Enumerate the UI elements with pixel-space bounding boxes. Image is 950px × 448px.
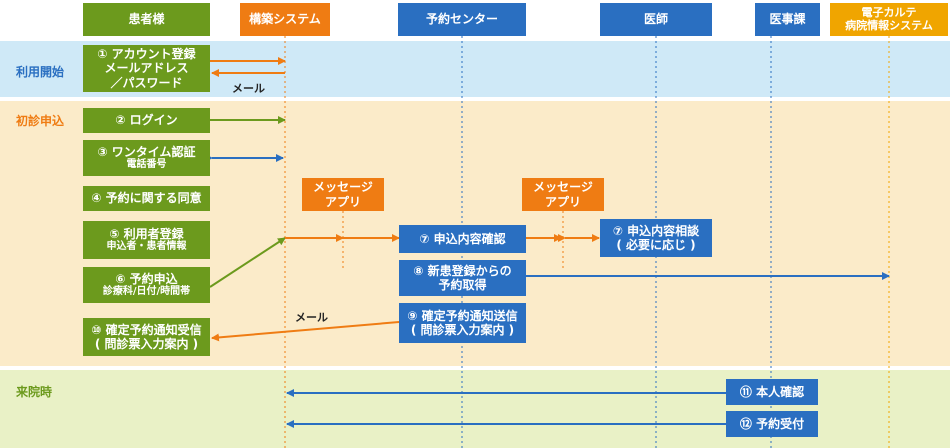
mail-label-2: メール [295, 311, 328, 324]
step-11-identity-check: ⑪ 本人確認 [726, 379, 818, 405]
lane-header-ehr: 電子カルテ 病院情報システム [830, 3, 948, 36]
step-10-title: ⑩ 確定予約通知受信 [91, 322, 202, 337]
lane-header-medical-affairs: 医事課 [755, 3, 820, 36]
step-4-consent: ④ 予約に関する同意 [83, 186, 210, 211]
step-1-line3: ／パスワード [110, 75, 183, 90]
step-7-review-request: ⑦ 申込内容確認 [399, 225, 526, 253]
step-8-title: ⑧ 新患登録からの [413, 263, 512, 278]
step-6-title: ⑥ 予約申込 [115, 271, 178, 286]
step-5-sub: 申込者・患者情報 [106, 241, 187, 253]
step-7-consultation: ⑦ 申込内容相談 ( 必要に応じ ) [600, 219, 712, 257]
step-9-send-confirmation: ⑨ 確定予約通知送信 ( 問診票入力案内 ) [399, 303, 526, 343]
messaging-app-2-line2: アプリ [544, 194, 581, 209]
phase-label-first-visit: 初診申込 [16, 114, 65, 128]
step-1-line2: メールアドレス [104, 61, 189, 76]
step-5-title: ⑤ 利用者登録 [109, 226, 184, 241]
mail-label-1: メール [232, 82, 265, 95]
step-3-one-time-auth: ③ ワンタイム認証 電話番号 [83, 140, 210, 176]
lane-header-reservation-center: 予約センター [398, 3, 526, 36]
messaging-app-1-line1: メッセージ [313, 180, 373, 195]
step-10-sub: ( 問診票入力案内 ) [94, 337, 199, 351]
arrow-s9-to-s10 [211, 321, 400, 342]
phase-label-start: 利用開始 [16, 65, 65, 79]
step-7a-title: ⑦ 申込内容確認 [419, 231, 506, 246]
step-5-user-registration: ⑤ 利用者登録 申込者・患者情報 [83, 221, 210, 259]
ehr-header-line1: 電子カルテ [861, 5, 917, 19]
step-10-confirmation-received: ⑩ 確定予約通知受信 ( 問診票入力案内 ) [83, 318, 210, 356]
step-1-account-registration: ① アカウント登録 メールアドレス ／パスワード [83, 45, 210, 92]
step-9-title: ⑨ 確定予約通知送信 [407, 308, 518, 323]
step-7b-title: ⑦ 申込内容相談 [612, 223, 700, 238]
step-8-sub: 予約取得 [438, 278, 487, 292]
step-9-sub: ( 問診票入力案内 ) [410, 323, 515, 337]
step-1-title: ① アカウント登録 [97, 46, 196, 61]
phase-label-visit: 来院時 [16, 385, 53, 399]
arrow-s6-to-system [209, 237, 286, 288]
step-6-reservation-request: ⑥ 予約申込 診療科/日付/時間帯 [83, 267, 210, 303]
step-12-reception: ⑫ 予約受付 [726, 411, 818, 437]
step-3-title: ③ ワンタイム認証 [97, 144, 196, 159]
messaging-app-1: メッセージ アプリ [302, 178, 384, 211]
messaging-app-2-line1: メッセージ [533, 180, 593, 195]
lane-header-patient: 患者様 [83, 3, 210, 36]
step-3-sub: 電話番号 [126, 159, 167, 171]
messaging-app-2: メッセージ アプリ [522, 178, 604, 211]
step-2-title: ② ログイン [115, 113, 178, 128]
step-12-title: ⑫ 予約受付 [739, 416, 805, 431]
step-8-new-patient-booking: ⑧ 新患登録からの 予約取得 [399, 260, 526, 296]
ehr-header-line2: 病院情報システム [845, 18, 933, 32]
step-6-sub: 診療科/日付/時間帯 [102, 286, 191, 298]
lane-header-system: 構築システム [240, 3, 330, 36]
step-11-title: ⑪ 本人確認 [739, 384, 805, 399]
step-4-title: ④ 予約に関する同意 [91, 191, 202, 206]
lane-header-doctor: 医師 [600, 3, 712, 36]
step-2-login: ② ログイン [83, 108, 210, 133]
step-7b-sub: ( 必要に応じ ) [616, 238, 696, 252]
messaging-app-1-line2: アプリ [324, 194, 361, 209]
